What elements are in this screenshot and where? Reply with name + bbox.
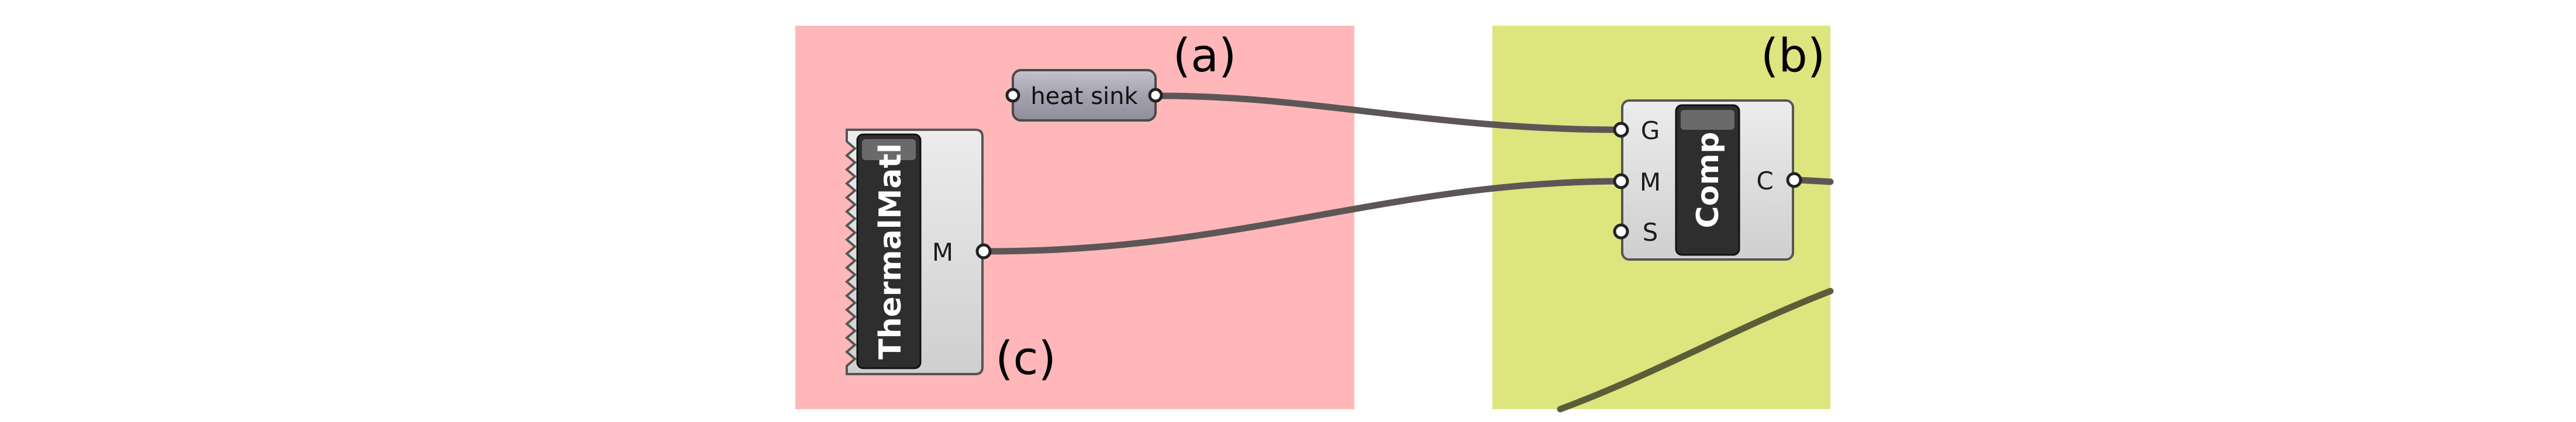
comp-input-m-label: M — [1640, 168, 1661, 196]
thermalmatl-output-grip[interactable] — [975, 243, 992, 260]
comp-input-s-label: S — [1643, 218, 1658, 247]
wire-comp-output[interactable] — [1795, 177, 1834, 185]
comp-name: Comp — [1691, 132, 1726, 228]
heat-sink-input-grip[interactable] — [1005, 88, 1020, 103]
comp-output-c-label: C — [1756, 167, 1773, 195]
wire-thermalmatl-to-m[interactable] — [986, 178, 1626, 255]
thermalmatl-name-highlight — [862, 139, 916, 160]
comp-name-highlight — [1681, 110, 1734, 130]
comp-name-block — [1675, 104, 1740, 256]
comp-input-g-label: G — [1641, 116, 1660, 145]
thermalmatl-name: ThermalMatl — [873, 143, 908, 359]
wire-incoming-curve[interactable] — [1557, 288, 1834, 413]
thermalmatl-output-label: M — [932, 238, 953, 267]
comp-output-c-grip[interactable] — [1786, 172, 1802, 188]
comp-input-s-grip[interactable] — [1613, 223, 1629, 240]
heat-sink-panel-text: heat sink — [1030, 83, 1138, 110]
thermalmatl-component[interactable]: ThermalMatl M — [844, 129, 992, 375]
heat-sink-output-grip[interactable] — [1148, 88, 1163, 103]
group-b-label: (b) — [1761, 30, 1825, 82]
heat-sink-panel[interactable]: heat sink — [1005, 69, 1163, 122]
comp-component[interactable]: Comp G M S C — [1613, 99, 1802, 261]
group-c-label: (c) — [995, 333, 1056, 385]
wire-heat-sink-to-g[interactable] — [1158, 92, 1626, 133]
group-a-label: (a) — [1173, 30, 1237, 82]
thermalmatl-name-block — [856, 133, 922, 369]
comp-input-m-grip[interactable] — [1613, 173, 1629, 189]
comp-input-g-grip[interactable] — [1613, 122, 1629, 138]
